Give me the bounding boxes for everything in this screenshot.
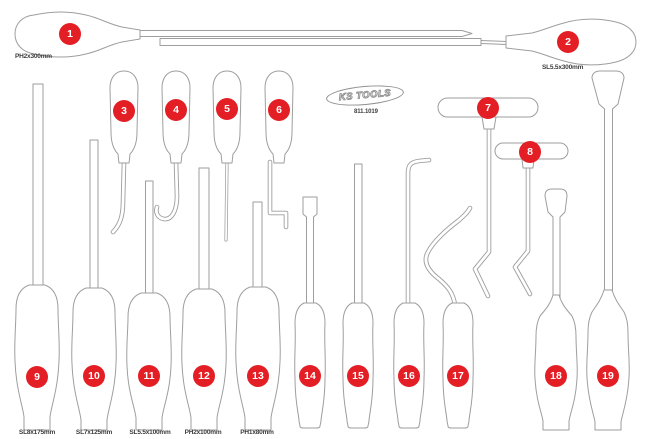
- tool-marker-7: 7: [477, 97, 499, 119]
- tool-12-size-label: PH2x100mm: [184, 429, 222, 436]
- tool-4-outline: [154, 70, 191, 222]
- tool-marker-16: 16: [398, 365, 420, 387]
- tool-2-size-label: SL5.5x300mm: [542, 64, 584, 71]
- tool-11-size-label: SL5.5x100mm: [129, 429, 171, 436]
- tool-9-size-label: SL8x175mm: [18, 429, 56, 436]
- tool-13-size-label: PH1x80mm: [240, 429, 274, 436]
- tool-13-outline: [235, 201, 281, 431]
- tool-marker-5: 5: [216, 98, 238, 120]
- tool-marker-9: 9: [26, 366, 48, 388]
- tool-6-outline: [264, 70, 294, 230]
- tool-18-outline: [534, 188, 578, 431]
- part-number: 811.1019: [354, 109, 378, 115]
- tool-5-outline: [212, 70, 242, 242]
- tool-marker-6: 6: [268, 99, 290, 121]
- ks-tools-logo-text: KS TOOLS: [338, 87, 392, 104]
- tool-3-outline: [109, 70, 139, 235]
- tool-1-outline: [14, 11, 473, 58]
- tool-marker-14: 14: [299, 365, 321, 387]
- tool-marker-15: 15: [347, 365, 369, 387]
- tool-1-size-label: PH2x300mm: [15, 53, 52, 60]
- tool-marker-11: 11: [138, 365, 160, 387]
- tool-marker-18: 18: [545, 365, 567, 387]
- tool-marker-8: 8: [519, 141, 541, 163]
- tool-marker-4: 4: [165, 99, 187, 121]
- tool-7-outline: [437, 97, 539, 299]
- tool-marker-13: 13: [247, 365, 269, 387]
- tool-10-size-label: SL7x125mm: [75, 429, 113, 436]
- tool-marker-17: 17: [447, 365, 469, 387]
- tool-14-outline: [294, 196, 326, 429]
- tool-17-outline: [423, 205, 474, 429]
- tool-12-outline: [181, 167, 227, 431]
- tool-marker-19: 19: [597, 365, 619, 387]
- tool-marker-2: 2: [557, 31, 579, 53]
- tool-10-outline: [71, 139, 117, 431]
- tool-marker-1: 1: [59, 23, 81, 45]
- tool-9-outline: [14, 83, 60, 431]
- tool-15-outline: [342, 163, 374, 429]
- tool-marker-12: 12: [193, 365, 215, 387]
- tool-marker-10: 10: [83, 365, 105, 387]
- tool-marker-3: 3: [113, 100, 135, 122]
- tool-19-outline: [586, 70, 630, 431]
- tool-11-outline: [126, 180, 172, 431]
- tool-16-outline: [393, 157, 432, 429]
